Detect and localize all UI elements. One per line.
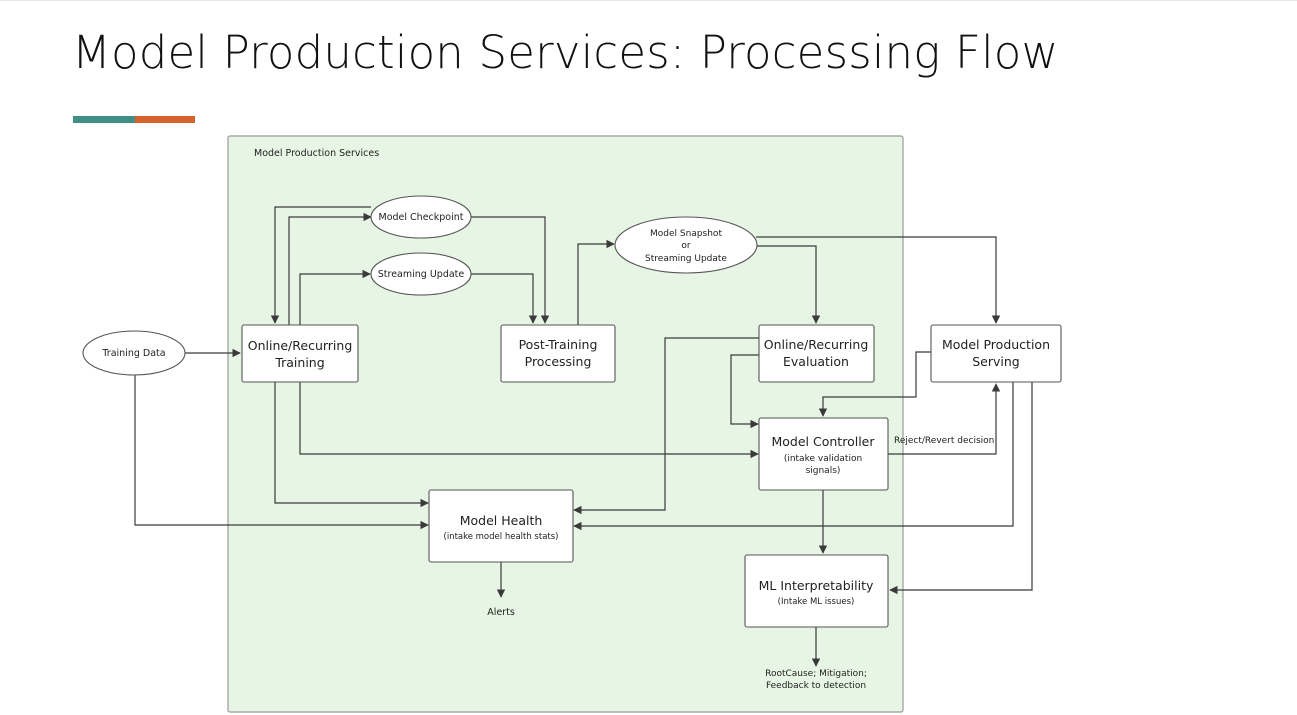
root-cause-line1: RootCause; Mitigation; — [765, 669, 867, 679]
edge-snapshot-evaluation — [746, 245, 821, 324]
edge-checkpoint-training — [270, 206, 371, 324]
page-title: Model Production Services: Processing Fl… — [72, 26, 1059, 79]
node-post-training-processing: Post-Training Processing — [500, 324, 616, 383]
node-training-data: Training Data — [82, 330, 186, 376]
node-online-recurring-evaluation: Online/Recurring Evaluation — [758, 324, 875, 383]
node-training-data-label: Training Data — [101, 348, 165, 359]
node-model-production-serving: Model Production Serving — [930, 324, 1062, 383]
node-posttraining-line2: Processing — [525, 354, 592, 369]
edge-trainingdata-health — [134, 375, 429, 530]
node-controller-line1: Model Controller — [772, 434, 876, 449]
edge-evaluation-health — [573, 337, 759, 515]
top-divider — [0, 0, 1297, 1]
edge-controller-serving — [888, 383, 1001, 455]
node-model-controller: Model Controller (intake validation sign… — [758, 417, 889, 491]
node-health-line2: (intake model health stats) — [444, 532, 559, 542]
node-model-health: Model Health (intake model health stats) — [428, 489, 574, 563]
node-model-checkpoint-label: Model Checkpoint — [379, 212, 464, 223]
edge-evaluation-controller — [730, 354, 759, 429]
edge-checkpoint-posttraining — [471, 216, 550, 324]
edge-snapshot-serving — [756, 236, 1001, 324]
node-model-snapshot: Model Snapshot or Streaming Update — [614, 216, 758, 274]
node-serving-line1: Model Production — [942, 337, 1050, 352]
alerts-label: Alerts — [487, 607, 515, 618]
title-accent-bar — [73, 116, 195, 123]
edge-training-health — [274, 382, 429, 508]
node-streaming-update: Streaming Update — [370, 252, 472, 296]
edge-training-checkpoint — [288, 212, 372, 325]
node-controller-line3: signals) — [806, 466, 841, 476]
node-model-snapshot-line3: Streaming Update — [645, 254, 727, 264]
node-evaluation-line1: Online/Recurring — [764, 337, 869, 352]
container-label: Model Production Services — [254, 148, 379, 159]
node-controller-line2: (intake validation — [784, 454, 862, 464]
node-training-line2: Training — [274, 355, 324, 370]
reject-revert-label: Reject/Revert decision — [894, 436, 994, 446]
accent-orange-segment — [135, 116, 195, 123]
edge-serving-controller — [818, 351, 931, 417]
node-model-snapshot-line1: Model Snapshot — [650, 229, 722, 239]
node-streaming-update-label: Streaming Update — [378, 269, 465, 280]
edge-serving-health — [573, 382, 1014, 531]
node-model-checkpoint: Model Checkpoint — [370, 195, 472, 239]
edges — [134, 206, 1033, 667]
accent-teal-segment — [73, 116, 135, 123]
node-evaluation-line2: Evaluation — [783, 354, 849, 369]
edge-streaming-posttraining — [471, 273, 538, 324]
node-serving-line2: Serving — [972, 354, 1020, 369]
node-online-recurring-training: Online/Recurring Training — [241, 324, 359, 383]
edge-serving-interpretability — [889, 382, 1033, 595]
edge-training-streaming — [299, 269, 371, 325]
node-posttraining-line1: Post-Training — [519, 337, 598, 352]
node-ml-interpretability: ML Interpretability (Intake ML issues) — [744, 554, 889, 628]
edge-posttraining-snapshot — [577, 239, 615, 325]
root-cause-line2: Feedback to detection — [766, 681, 866, 691]
node-interpretability-line2: (Intake ML issues) — [778, 597, 855, 607]
edge-training-controller — [299, 382, 759, 459]
node-health-line1: Model Health — [460, 513, 543, 528]
node-model-snapshot-line2: or — [681, 241, 691, 251]
node-interpretability-line1: ML Interpretability — [759, 578, 874, 593]
node-training-line1: Online/Recurring — [248, 338, 353, 353]
